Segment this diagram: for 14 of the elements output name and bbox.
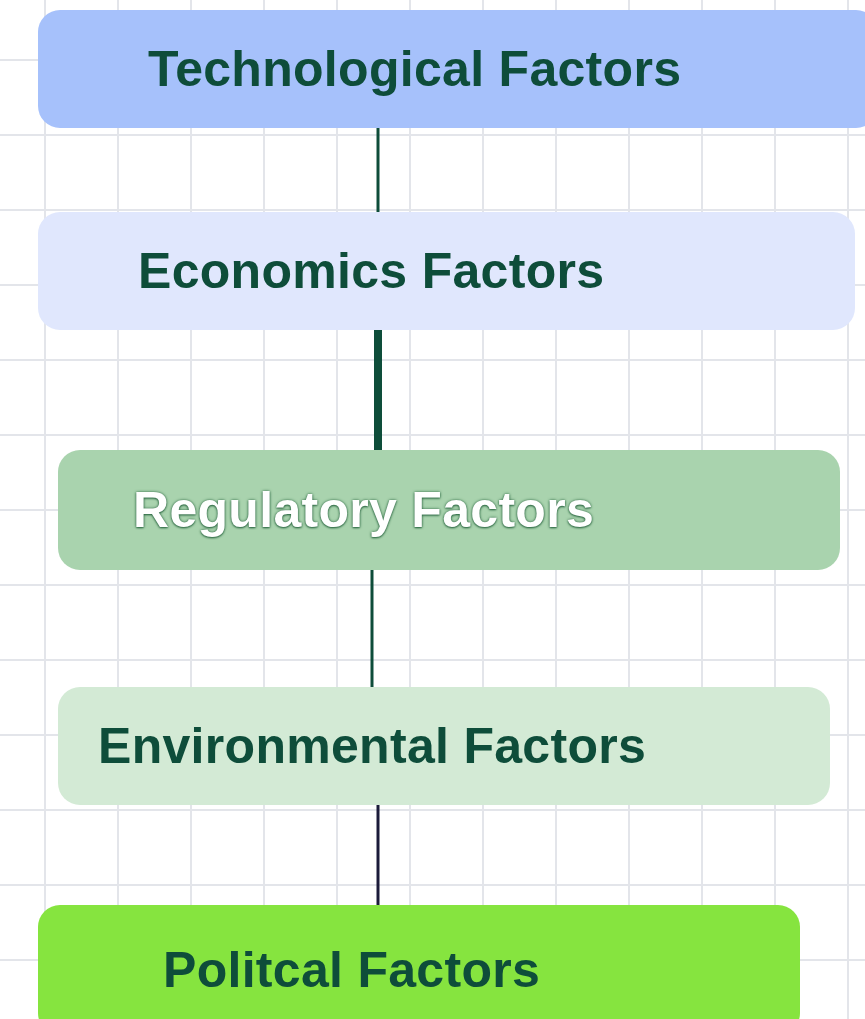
connector-line	[370, 570, 374, 687]
connector-line	[376, 805, 380, 905]
factor-box	[38, 212, 855, 330]
factor-box	[58, 687, 830, 805]
factor-box	[38, 905, 800, 1019]
factor-label: Environmental Factors	[98, 716, 647, 776]
factor-box	[58, 450, 840, 570]
factor-label: Politcal Factors	[163, 940, 541, 1000]
factor-label: Regulatory Factors	[133, 480, 595, 540]
factor-label: Economics Factors	[138, 241, 605, 301]
connector-line	[376, 128, 380, 212]
connector-line	[374, 330, 382, 450]
factor-box	[38, 10, 865, 128]
factor-label: Technological Factors	[148, 39, 682, 99]
